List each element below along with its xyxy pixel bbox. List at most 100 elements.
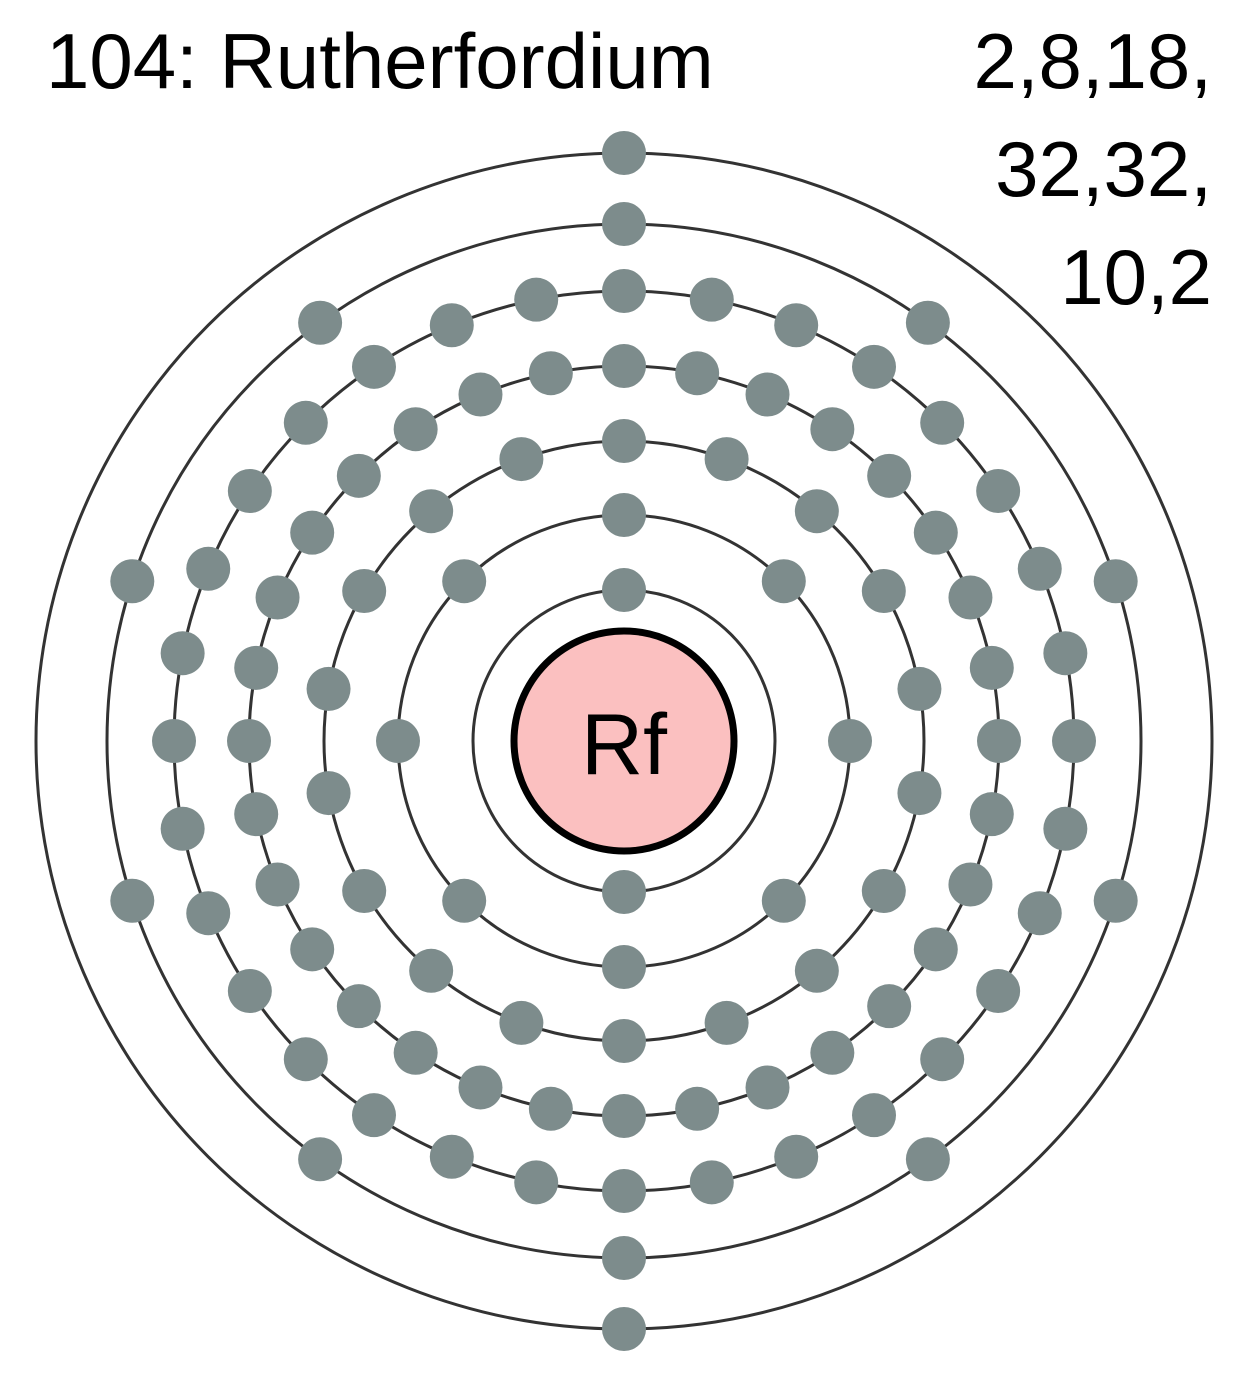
electron-shell-1 — [602, 568, 646, 612]
electron-shell-3 — [499, 1000, 544, 1045]
electron-shell-4 — [745, 372, 790, 417]
electron-shell-6 — [602, 202, 646, 246]
electron-shell-4 — [867, 453, 912, 498]
electron-shell-5 — [514, 1160, 559, 1205]
electron-shell-4 — [393, 407, 438, 452]
electron-shell-5 — [1043, 631, 1088, 676]
electron-shell-7 — [602, 1307, 646, 1351]
electron-shell-5 — [689, 277, 734, 322]
shell-config-line-2: 32,32, — [995, 125, 1212, 213]
electron-shell-4 — [336, 453, 381, 498]
electron-shell-5 — [429, 303, 474, 348]
electron-shell-5 — [160, 631, 205, 676]
electron-shell-4 — [675, 1086, 720, 1131]
electron-shell-5 — [186, 546, 231, 591]
electron-shell-3 — [409, 489, 454, 534]
electron-shell-4 — [393, 1030, 438, 1075]
electron-shell-5 — [852, 1093, 897, 1138]
electron-shell-3 — [861, 569, 906, 613]
electron-shell-2 — [442, 559, 487, 604]
electron-shell-5 — [1043, 806, 1088, 851]
electron-shell-3 — [602, 1019, 646, 1063]
electron-shell-5 — [689, 1160, 734, 1205]
electron-shell-3 — [499, 437, 544, 482]
electron-shell-5 — [920, 1037, 965, 1082]
electron-shell-5 — [351, 1093, 396, 1138]
electron-shell-3 — [861, 869, 906, 913]
electron-shell-5 — [1017, 891, 1062, 936]
electron-shell-5 — [514, 277, 559, 322]
electron-shell-3 — [897, 771, 942, 816]
electron-shell-3 — [602, 419, 646, 463]
electron-shell-4 — [810, 407, 855, 452]
electron-shell-2 — [761, 559, 806, 604]
electron-shell-5 — [227, 969, 272, 1014]
electron-shell-3 — [409, 948, 454, 993]
electron-shell-5 — [152, 719, 196, 763]
electron-shell-3 — [306, 666, 351, 711]
electron-shell-4 — [913, 927, 958, 972]
electron-shell-6 — [905, 1137, 950, 1182]
electron-shell-4 — [255, 575, 300, 620]
electron-shell-4 — [290, 927, 335, 972]
element-title: 104: Rutherfordium — [46, 17, 714, 105]
electron-shell-4 — [234, 645, 279, 690]
electron-shell-2 — [376, 719, 420, 763]
electron-shell-4 — [458, 372, 503, 417]
electron-shell-5 — [852, 344, 897, 389]
shell-config-line-3: 10,2 — [1060, 233, 1212, 321]
electron-shell-5 — [976, 468, 1021, 513]
electron-shell-5 — [976, 969, 1021, 1014]
electron-shell-2 — [828, 719, 872, 763]
electron-shell-4 — [528, 1086, 573, 1131]
electron-shell-5 — [227, 468, 272, 513]
electron-shell-5 — [602, 269, 646, 313]
electron-shell-3 — [704, 437, 749, 482]
electron-shell-6 — [1093, 878, 1138, 923]
electron-shell-5 — [429, 1134, 474, 1179]
electron-shell-3 — [794, 489, 839, 534]
nucleus-circle — [510, 627, 738, 855]
electron-shell-4 — [948, 575, 993, 620]
electron-shell-6 — [110, 559, 155, 604]
electron-shell-2 — [442, 878, 487, 923]
electron-shell-3 — [306, 771, 351, 816]
electron-shell-2 — [761, 878, 806, 923]
electron-shell-5 — [1052, 719, 1096, 763]
electrons-group — [110, 131, 1138, 1351]
electron-shell-4 — [290, 510, 335, 555]
electron-shell-4 — [675, 351, 720, 396]
electron-shell-3 — [342, 569, 387, 613]
electron-shell-4 — [745, 1065, 790, 1110]
electron-shell-4 — [458, 1065, 503, 1110]
electron-shell-7 — [602, 131, 646, 175]
electron-shell-4 — [867, 984, 912, 1029]
electron-shell-2 — [602, 945, 646, 989]
electron-shell-6 — [905, 300, 950, 345]
electron-shell-4 — [977, 719, 1021, 763]
electron-shell-6 — [602, 1236, 646, 1280]
electron-shell-4 — [810, 1030, 855, 1075]
electron-shell-4 — [255, 862, 300, 907]
electron-shell-4 — [913, 510, 958, 555]
electron-shell-5 — [186, 891, 231, 936]
electron-shell-4 — [969, 645, 1014, 690]
electron-shell-5 — [351, 344, 396, 389]
electron-shell-5 — [774, 303, 819, 348]
electron-shell-3 — [704, 1000, 749, 1045]
electron-shell-4 — [602, 1094, 646, 1138]
electron-shell-4 — [234, 792, 279, 837]
electron-shell-4 — [336, 984, 381, 1029]
electron-shell-2 — [602, 493, 646, 537]
shell-config-line-1: 2,8,18, — [973, 17, 1212, 105]
electron-shell-4 — [969, 792, 1014, 837]
electron-shell-5 — [774, 1134, 819, 1179]
electron-shell-3 — [342, 869, 387, 913]
electron-shell-6 — [110, 878, 155, 923]
electron-shell-5 — [283, 1037, 328, 1082]
electron-shell-3 — [897, 666, 942, 711]
electron-shell-1 — [602, 870, 646, 914]
electron-shell-5 — [283, 400, 328, 445]
